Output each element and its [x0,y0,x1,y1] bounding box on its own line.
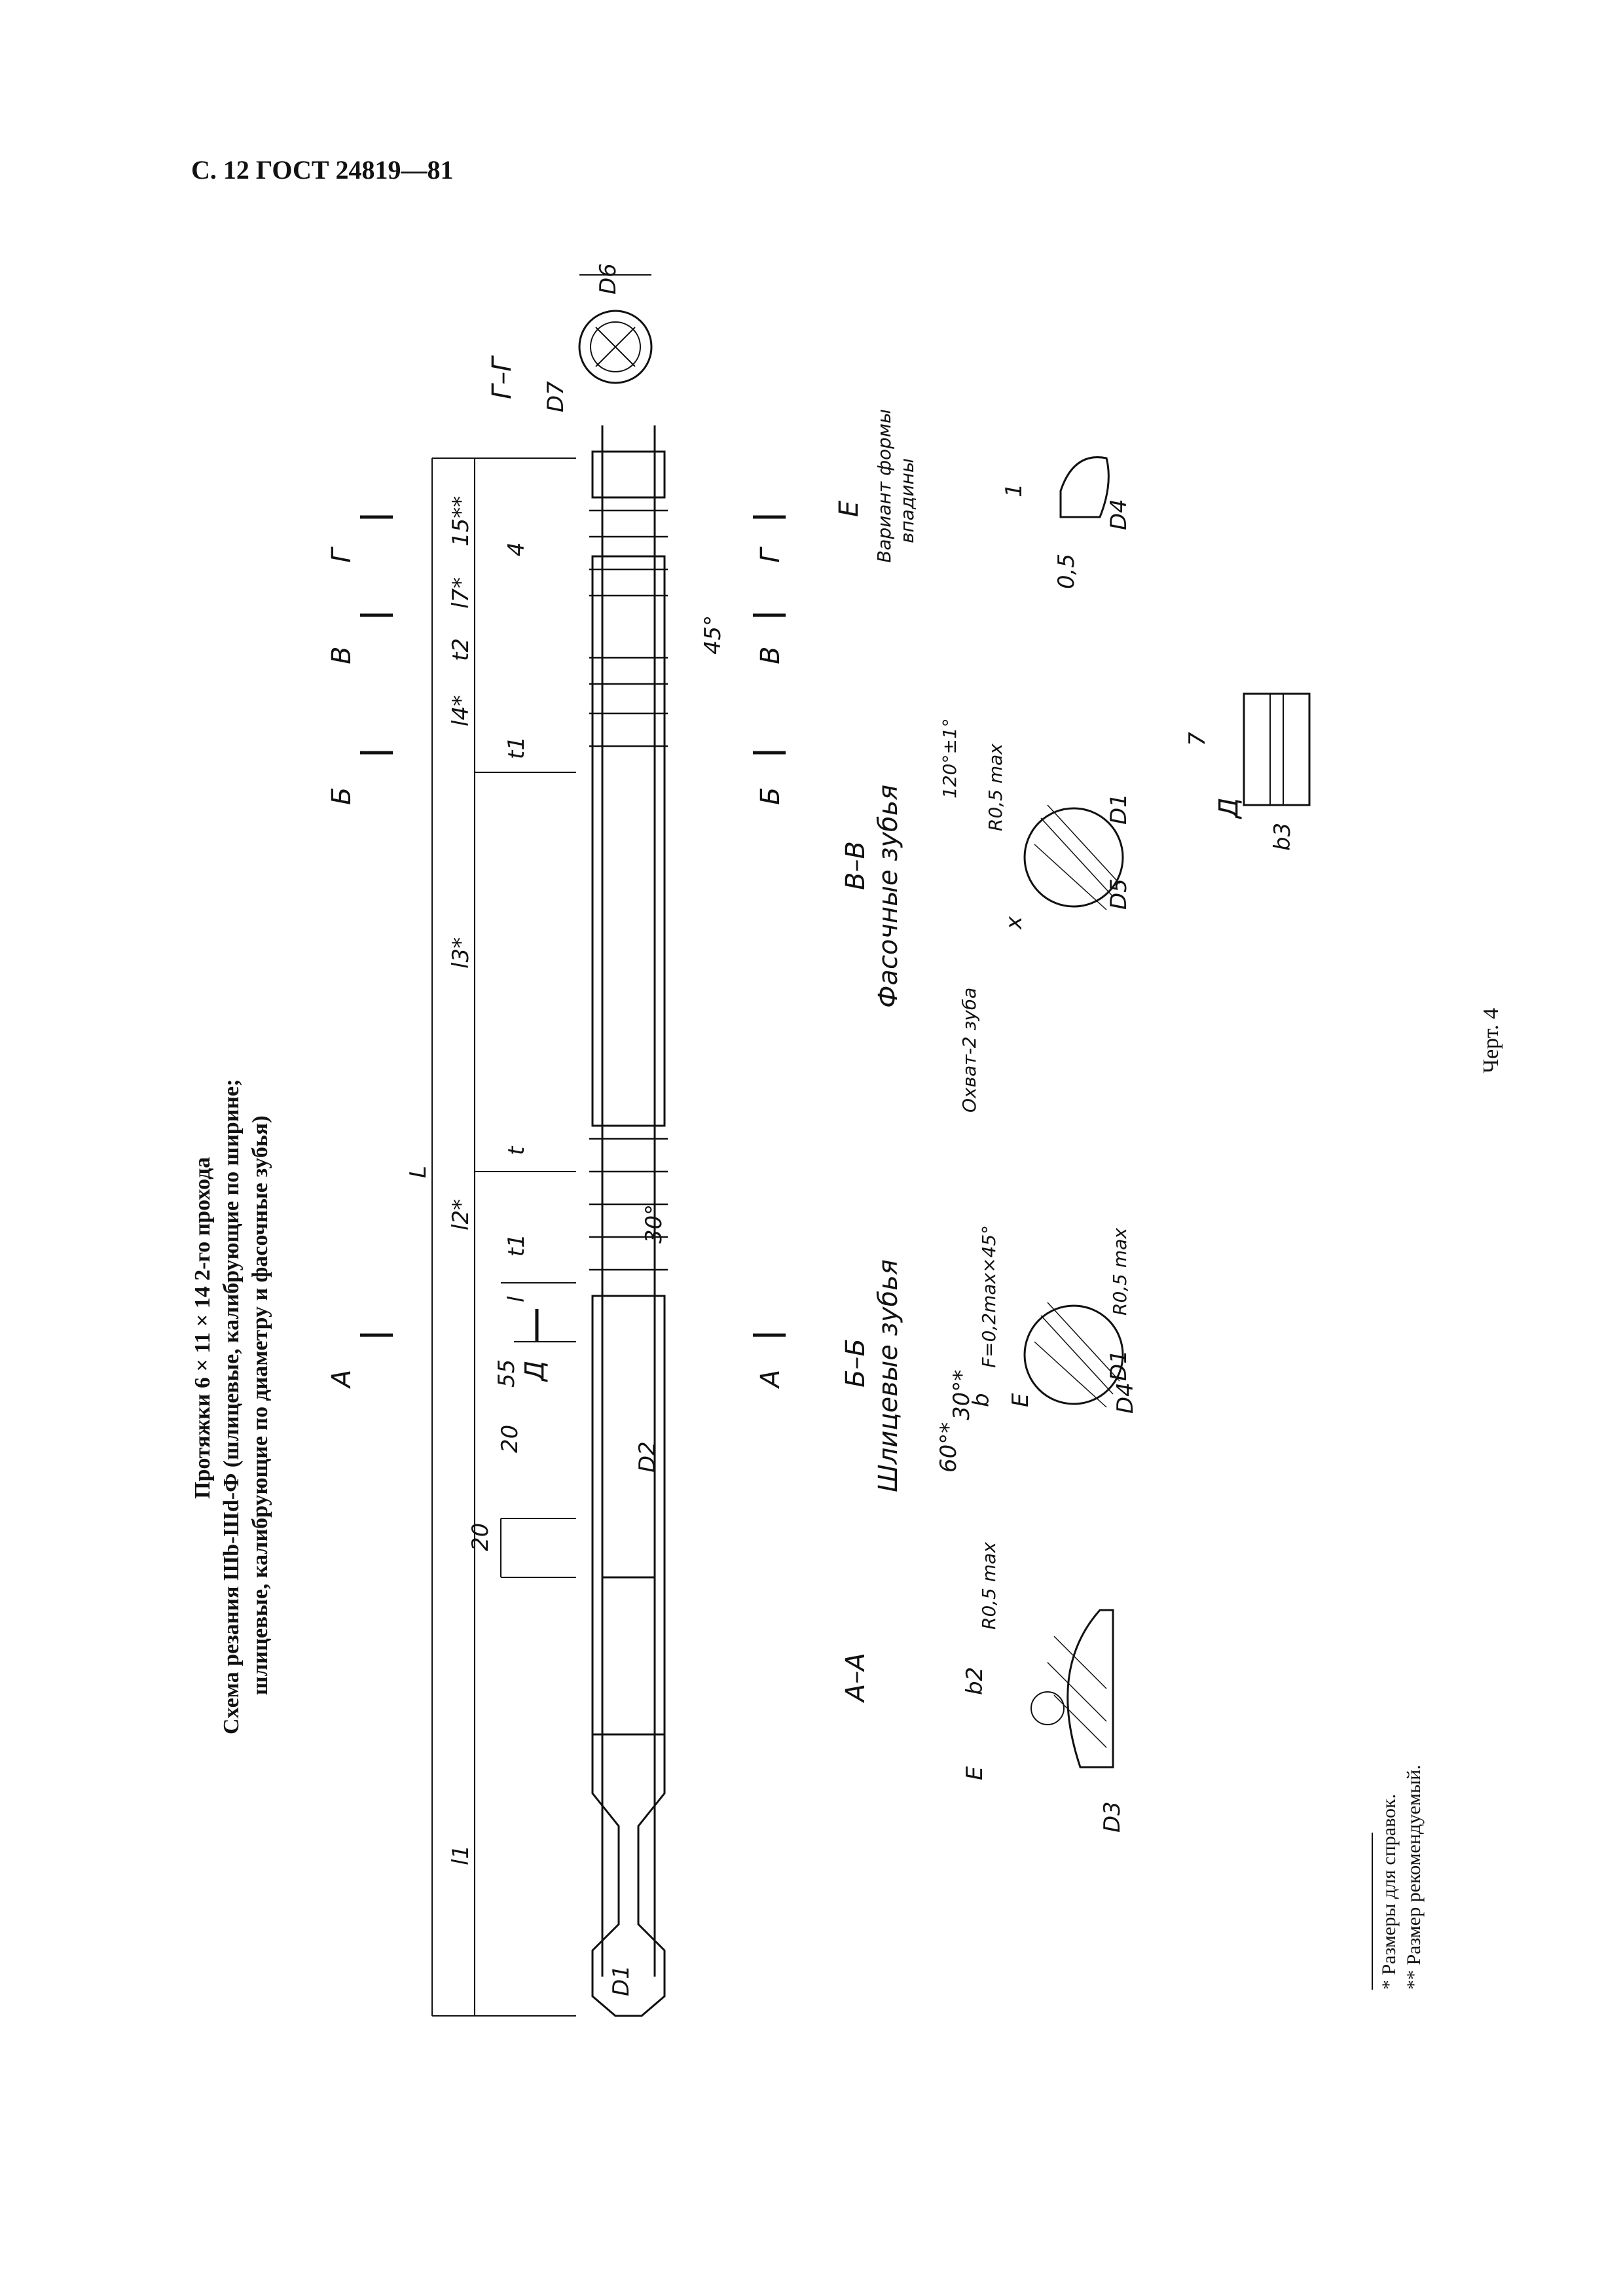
footnote-2: ** Размер рекомендуемый. [1403,1765,1425,1990]
mark-V-bottom: В [756,647,786,664]
vv-D1: D1 [1106,793,1132,825]
footnotes: * Размеры для справок. ** Размер рекомен… [1372,1623,1427,1990]
bb-radius: R0,5 max [1109,1228,1131,1316]
aa-D3: D3 [1099,1801,1125,1833]
vv-D5: D5 [1106,878,1132,910]
bb-angle60: 60°* [936,1422,962,1473]
title-line1: Протяжки 6 × 11 × 14 2-го прохода [191,1157,215,1499]
title-aa: А–А [841,1653,871,1704]
drawing-title: Протяжки 6 × 11 × 14 2-го прохода Схема … [191,1079,272,1734]
page-header: С. 12 ГОСТ 24819—81 [191,155,454,185]
dim-D6: D6 [595,263,621,295]
dim-15: 15** [448,496,474,547]
vv-subtitle: Фасочные зубья [873,785,903,1008]
dim-D1: D1 [608,1965,634,1996]
dim-20a: 20 [497,1425,523,1453]
dim-l1: l1 [448,1845,474,1865]
mark-G-top: Г [327,547,357,563]
bb-D1: D1 [1106,1350,1132,1381]
e-variant2: впадины [896,458,918,543]
angle-30: 30° [641,1204,667,1244]
bb-b: b [968,1393,994,1407]
mark-V-top: В [327,647,357,664]
vv-x: x [1001,916,1027,930]
dim-4: 4 [503,542,530,556]
e-variant: Вариант формы [873,409,895,563]
mark-A-bottom: А [756,1370,786,1390]
dim-20b: 20 [467,1523,494,1551]
section-aa: А–А R0,5 max b2 E D3 [841,1542,1125,1833]
dim-t1-a: t1 [503,736,530,759]
bb-D4: D4 [1112,1382,1139,1414]
bb-angle30: 30°* [949,1370,975,1420]
vv-radius: R0,5 max [985,744,1006,831]
mark-A-top: А [327,1370,357,1390]
title-line2: Схема резания Шb-Шd-Ф (шлицевые, калибру… [219,1079,244,1734]
dim-D7: D7 [543,381,569,412]
title-line3: шлицевые, калибрующие по диаметру и фасо… [248,1115,272,1695]
e-D4: D4 [1106,499,1132,530]
d-b3: b3 [1269,823,1296,851]
dimension-lines [431,457,576,2017]
mark-D: Д [520,1361,550,1382]
dim-55: 55 [494,1359,520,1388]
section-bb: Б–Б Шлицевые зубья F=0,2max×45° R0,5 max… [841,1225,1139,1492]
mark-B-top: Б [327,787,357,805]
dim-t2: t2 [448,638,474,661]
aa-E: E [962,1766,988,1780]
mark-B-bottom: Б [756,787,786,805]
title-gg: Г–Г [487,355,517,399]
title-e: Е [834,500,864,517]
section-vv: В–В Фасочные зубья 120°±1° R0,5 max Охва… [841,718,1132,1113]
section-letters: А А Б Б В В Г Г Д [327,547,786,1390]
vv-angle: 120°±1° [939,718,960,798]
title-vv: В–В [841,841,871,890]
bb-E: E [1008,1393,1034,1407]
aa-radius: R0,5 max [978,1542,1000,1630]
mark-G-bottom: Г [756,547,786,563]
dim-t: t [503,1145,530,1155]
section-gg: Г–Г [487,274,653,399]
footnote-rule [1372,1833,1373,1990]
dim-l3: l3* [448,937,474,969]
section-marks [360,515,786,1342]
dim-l2: l2* [448,1199,474,1230]
dim-l4: l4* [448,695,474,726]
footnote-1: * Размеры для справок. [1378,1793,1400,1990]
dim-labels: L l1 l2* l3* l4* l7* t2 t1 t t1 l 55 20 … [405,263,726,1996]
figure-caption: Черт. 4 [1479,1007,1503,1073]
e-dim05: 0,5 [1053,554,1080,589]
aa-b2: b2 [962,1667,988,1695]
title-bb: Б–Б [841,1338,871,1388]
broach [589,425,668,2017]
bb-chamfer: F=0,2max×45° [978,1225,1000,1368]
dim-L: L [405,1166,431,1178]
dim-l7: l7* [448,577,474,609]
d-dim7: 7 [1184,732,1211,746]
e-dim1: 1 [1001,483,1027,497]
angle-45: 45° [700,615,726,655]
dim-t1-b: t1 [503,1234,530,1257]
title-d: Д [1214,798,1244,819]
section-e: Е Вариант формы впадины 1 0,5 D4 [834,409,1132,589]
dim-l: l [503,1296,530,1302]
vv-cover: Охват-2 зуба [958,988,980,1113]
dim-D2: D2 [634,1441,661,1473]
bb-subtitle: Шлицевые зубья [873,1259,903,1492]
section-d: Д 7 b3 [1184,692,1311,851]
